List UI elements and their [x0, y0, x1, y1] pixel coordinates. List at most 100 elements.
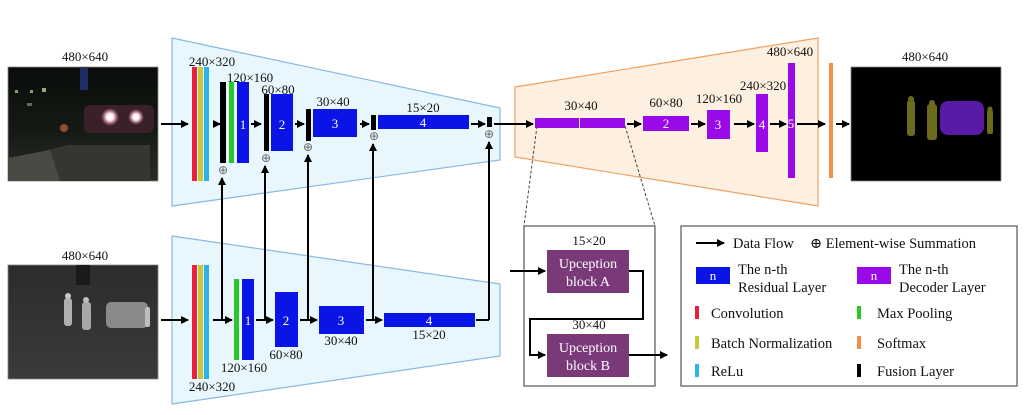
rgb-fusion-bar-5: [487, 117, 492, 127]
decoder-layer-4: [756, 94, 768, 152]
decoder-layer5-size-label: 480×640: [767, 44, 813, 59]
decoder-layer-2: [643, 116, 689, 131]
segmentation-output-image: [850, 66, 1002, 182]
thermal-layer4-size-label: 15×20: [412, 327, 445, 342]
legend-batch-norm: Batch Normalization: [711, 336, 833, 352]
decoder-layer2-size-label: 60×80: [649, 95, 682, 110]
legend-box: [680, 225, 1018, 387]
rgb-sum-3: ⊕: [303, 140, 313, 154]
legend-decoder-swatch: [857, 267, 891, 284]
legend-residual-line1: The n-th: [738, 262, 788, 278]
upception-b-line2: block B: [566, 359, 610, 374]
rgb-layer2-size-label: 60×80: [261, 82, 294, 97]
decoder-layer3-number: 3: [715, 117, 722, 132]
thermal-layer1-number: 1: [245, 313, 252, 328]
rgb-residual-layer-3: [313, 109, 357, 137]
decoder-layer2-number: 2: [663, 116, 670, 131]
decoder-layer3-size-label: 120×160: [696, 91, 742, 106]
output-size-label: 480×640: [902, 49, 948, 64]
rgb-fusion-bar-3: [306, 109, 311, 141]
thermal-layer2-number: 2: [283, 313, 290, 328]
thermal-maxpool-bar: [234, 279, 239, 360]
rgb-maxpool-bar: [229, 82, 234, 163]
upception-a-size-label: 15×20: [572, 233, 605, 248]
rgb-layer4-number: 4: [420, 115, 427, 130]
thermal-stem-batchnorm-bar: [198, 265, 203, 379]
thermal-residual-layer-1: [242, 279, 254, 360]
upception-b-size-label: 30×40: [572, 317, 605, 332]
legend-softmax-swatch: [857, 336, 861, 349]
rgb-layer4-size-label: 15×20: [406, 100, 439, 115]
rgb-stem-batchnorm-bar: [198, 67, 203, 181]
decoder-layer-1b: [580, 118, 625, 128]
legend-relu-swatch: [695, 364, 699, 377]
legend-convolution: Convolution: [711, 306, 784, 322]
rgb-layer1-size-label: 120×160: [227, 70, 273, 85]
rgb-residual-layer-1: [237, 82, 249, 163]
rgb-layer3-size-label: 30×40: [316, 94, 349, 109]
legend-residual-line2: Residual Layer: [738, 280, 826, 296]
thermal-layer1-size-label: 120×160: [221, 360, 267, 375]
rgb-residual-layer-2: [271, 94, 293, 151]
decoder-layer-1a: [535, 118, 579, 128]
rgb-sum-2: ⊕: [261, 151, 271, 165]
upception-detail-box: [523, 225, 656, 387]
rgb-input-image: [7, 66, 159, 182]
legend-fusion-swatch: [857, 364, 861, 377]
thermal-layer3-size-label: 30×40: [324, 333, 357, 348]
thermal-stem-relu-bar: [204, 265, 209, 379]
decoder-layer1-size-label: 30×40: [564, 98, 597, 113]
legend-relu: ReLu: [711, 364, 743, 380]
rgb-sum-5: ⊕: [484, 127, 494, 141]
rgb-layer3-number: 3: [332, 116, 339, 131]
upception-a-line1: Upception: [559, 257, 617, 272]
rgb-fusion-bar-2: [264, 94, 269, 151]
upception-block-a: [547, 250, 629, 293]
rgb-layer2-number: 2: [279, 117, 286, 132]
rgb-stem-convolution-bar: [192, 67, 197, 181]
rgb-layer1-number: 1: [240, 117, 247, 132]
rgb-fusion-bar-4: [371, 115, 376, 130]
thermal-layer2-size-label: 60×80: [269, 347, 302, 362]
legend-decoder-line2: Decoder Layer: [899, 280, 986, 296]
rgb-sum-4: ⊕: [369, 129, 379, 143]
upception-a-line2: block A: [566, 275, 611, 290]
legend-data-flow: Data Flow: [733, 236, 794, 252]
rgb-residual-layer-4: [378, 115, 469, 129]
legend-max-pooling: Max Pooling: [877, 306, 952, 322]
upception-a-to-b-arrow: [529, 270, 644, 359]
rgb-sum-1: ⊕: [218, 163, 228, 177]
thermal-stem-size-label: 240×320: [189, 379, 235, 394]
decoder-layer4-size-label: 240×320: [740, 78, 786, 93]
legend-batchnorm-swatch: [695, 336, 699, 349]
rgb-input-size-label: 480×640: [62, 49, 108, 64]
thermal-layer3-number: 3: [338, 313, 345, 328]
legend-convolution-swatch: [695, 306, 699, 319]
upception-b-line1: Upception: [559, 341, 617, 356]
decoder-layer5-number: 5: [788, 116, 795, 131]
thermal-residual-layer-2: [275, 292, 298, 347]
zoom-guide-left: [523, 125, 538, 227]
decoder-layer-5: [788, 63, 795, 178]
softmax-bar: [829, 63, 833, 178]
thermal-stem-convolution-bar: [192, 265, 197, 379]
upception-block-b: [547, 334, 629, 377]
thermal-residual-layer-3: [319, 306, 364, 334]
legend-decoder-line1: The n-th: [899, 262, 949, 278]
rgb-stem-relu-bar: [204, 67, 209, 181]
legend-residual-swatch: [696, 267, 730, 284]
thermal-layer4-number: 4: [426, 313, 433, 328]
thermal-input-size-label: 480×640: [62, 248, 108, 263]
legend-maxpool-swatch: [857, 306, 861, 319]
decoder-layer4-number: 4: [759, 117, 766, 132]
zoom-guide-right: [624, 125, 656, 227]
legend-decoder-n: n: [871, 268, 878, 283]
rgb-fusion-bar-1: [220, 82, 226, 163]
thermal-input-image: [7, 264, 159, 380]
decoder-layer-3: [707, 110, 730, 139]
legend-summation: ⊕ Element-wise Summation: [810, 236, 977, 252]
thermal-residual-layer-4: [384, 313, 475, 327]
legend-softmax: Softmax: [877, 336, 927, 352]
legend-residual-n: n: [710, 268, 717, 283]
